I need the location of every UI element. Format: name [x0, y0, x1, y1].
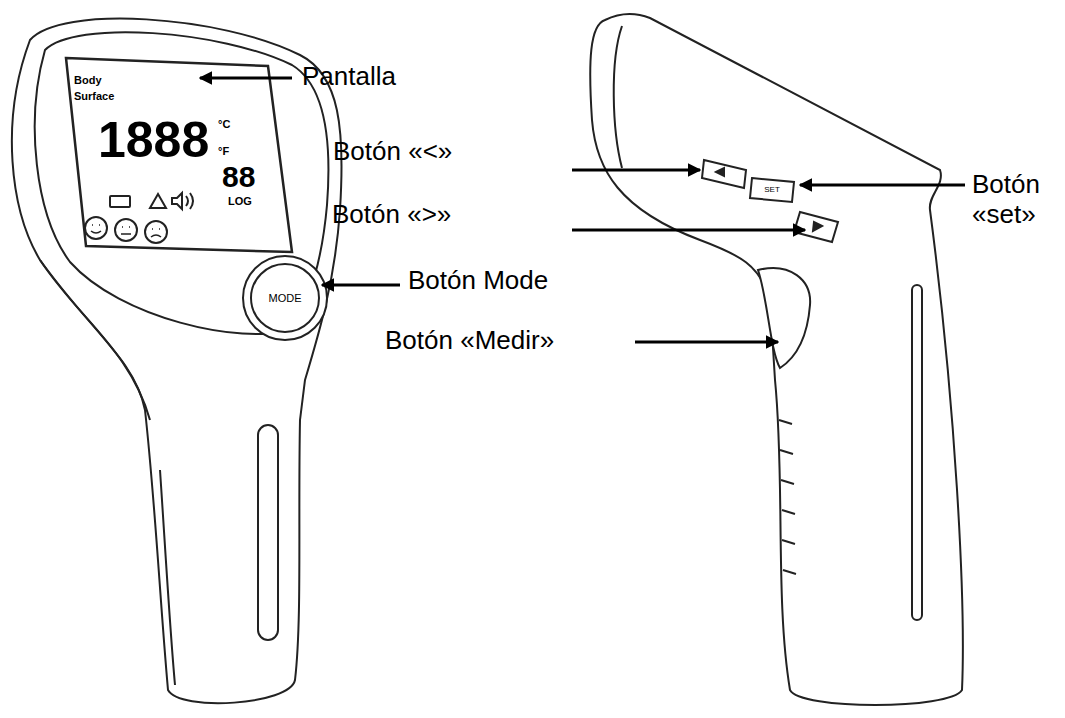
face-features	[91, 225, 161, 237]
grip-groove	[258, 425, 278, 640]
leader-arrow	[572, 229, 805, 232]
part-label: Botón «set»	[972, 170, 1056, 230]
screen-unit: °F	[218, 145, 229, 158]
screen-unit: °C	[218, 118, 230, 131]
screen-text: Surface	[74, 90, 114, 103]
part-label: Botón «<»	[333, 137, 452, 167]
screen-text: LOG	[228, 195, 252, 208]
screen-digits: 1888	[98, 112, 209, 170]
face-rim	[35, 32, 329, 334]
part-label: Botón «>»	[332, 200, 451, 230]
screen-digits: 88	[222, 160, 255, 195]
back-strip	[912, 285, 922, 620]
mode-button-rim	[243, 256, 327, 340]
part-label: Botón «Medir»	[385, 326, 554, 356]
grip-ridges	[779, 420, 796, 574]
leader-arrow	[572, 169, 700, 172]
speaker-icon	[172, 193, 182, 209]
screen-text: Body	[74, 74, 102, 87]
leader-arrow	[635, 341, 778, 344]
button-text: MODE	[269, 292, 302, 305]
right-button	[794, 212, 838, 242]
sound-waves	[186, 193, 193, 209]
right-button-symbol	[813, 222, 822, 231]
leader-arrows	[200, 78, 965, 342]
left-button-symbol	[716, 168, 724, 176]
leader-arrow	[322, 284, 400, 287]
leader-arrow	[200, 77, 292, 80]
leader-arrow	[800, 184, 965, 187]
left-button	[702, 160, 746, 188]
set-button	[750, 178, 794, 202]
battery-icon	[110, 196, 130, 207]
face-icon	[115, 219, 137, 241]
grip-edge	[160, 470, 175, 685]
thermometer-front	[12, 19, 342, 704]
thermometer-side	[590, 14, 963, 705]
part-label: Botón Mode	[408, 266, 548, 296]
button-text: SET	[764, 185, 780, 194]
part-label: Pantalla	[302, 62, 396, 92]
housing	[12, 19, 342, 704]
housing	[590, 14, 963, 705]
side-line	[40, 260, 150, 420]
face-icon	[145, 221, 167, 243]
screen	[66, 58, 292, 252]
face-icon	[85, 217, 107, 239]
mode-button	[251, 264, 319, 332]
warning-icon	[150, 194, 166, 208]
head-edge	[614, 26, 622, 168]
trigger	[758, 268, 810, 368]
